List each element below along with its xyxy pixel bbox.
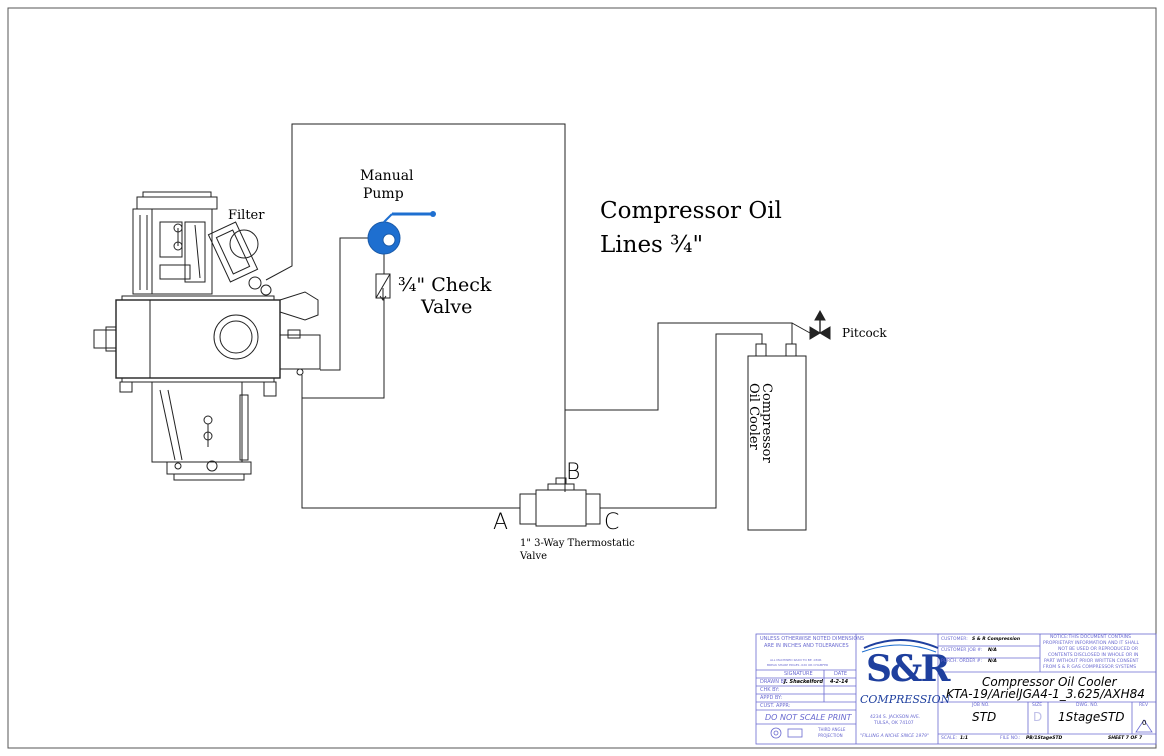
rev-triangle-icon bbox=[1135, 719, 1153, 733]
company-slogan: "FILLING A NICHE SINCE 1979" bbox=[860, 734, 930, 739]
rev-value: 0 bbox=[1142, 719, 1147, 727]
title-block-frame bbox=[755, 633, 1157, 745]
oil-lines-label-line2: Lines ¾" bbox=[600, 232, 704, 258]
port-c-label: C bbox=[604, 510, 620, 535]
drawing-title-line2: KTA-19/ArielJGA4-1_3.625/AXH84 bbox=[946, 687, 1145, 701]
projection-line1: THIRD ANGLE bbox=[818, 727, 846, 732]
notice-line2: PROPRIETARY INFORMATION AND IT SHALL bbox=[1043, 641, 1140, 646]
signature-header: SIGNATURE bbox=[784, 671, 813, 677]
address-line2: TULSA, OK 74107 bbox=[874, 721, 914, 726]
cust-job-label: CUSTOMER JOB #: bbox=[941, 648, 983, 653]
scale-label: SCALE: bbox=[941, 736, 957, 741]
rev-label: REV bbox=[1139, 703, 1149, 708]
tolerance-note-line4: BREAK SHARP EDGES .020 OR CHAMFER bbox=[767, 663, 829, 667]
sheet-border bbox=[7, 7, 1157, 749]
address-line1: 4234 S. JACKSON AVE. bbox=[870, 715, 921, 720]
drawn-by-label: DRAWN BY: bbox=[760, 679, 788, 685]
check-valve bbox=[375, 273, 391, 301]
dwg-no-label: DWG. NO. bbox=[1076, 703, 1099, 708]
port-b-label: B bbox=[566, 460, 581, 485]
manual-pump-label-line2: Pump bbox=[363, 186, 404, 202]
scale-value: 1:1 bbox=[960, 736, 969, 741]
appd-by-label: APPD BY: bbox=[760, 695, 783, 701]
piping bbox=[265, 123, 811, 509]
check-valve-label-line1: ¾" Check bbox=[398, 274, 492, 296]
sheet-number: SHEET 7 OF 7 bbox=[1108, 736, 1143, 741]
drawing-title-line1: Compressor Oil Cooler bbox=[982, 675, 1117, 689]
notice-line1: NOTICE:THIS DOCUMENT CONTAINS bbox=[1050, 635, 1132, 640]
customer-value: S & R Compression bbox=[972, 637, 1021, 642]
notice-line5: PART WITHOUT PRIOR WRITTEN CONSENT bbox=[1044, 659, 1139, 664]
size-value: D bbox=[1033, 710, 1043, 724]
check-valve-label-line2: Valve bbox=[421, 296, 473, 318]
file-no-value: PB/1StageSTD bbox=[1026, 736, 1063, 741]
projection-symbol bbox=[770, 727, 803, 739]
oil-lines-label-line1: Compressor Oil bbox=[600, 198, 782, 224]
oil-cooler bbox=[747, 343, 807, 531]
notice-line3: NOT BE USED OR REPRODUCED OR bbox=[1058, 647, 1139, 652]
purch-order-label: PURCH. ORDER #: bbox=[941, 659, 983, 664]
cust-job-value: N/A bbox=[988, 648, 997, 653]
thermo-valve-label-line1: 1" 3-Way Thermostatic bbox=[520, 538, 635, 549]
cust-appr-label: CUST. APPR: bbox=[760, 703, 791, 709]
date-header: DATE bbox=[834, 671, 848, 677]
pitcock-label: Pitcock bbox=[842, 326, 887, 340]
tolerance-note-line1: UNLESS OTHERWISE NOTED DIMENSIONS bbox=[760, 636, 865, 642]
projection-line2: PROJECTION bbox=[818, 733, 843, 738]
port-a-label: A bbox=[493, 510, 509, 535]
do-not-scale-note: DO NOT SCALE PRINT bbox=[765, 713, 852, 722]
dwg-no-value: 1StageSTD bbox=[1058, 710, 1125, 724]
logo-swoosh-icon bbox=[861, 639, 939, 653]
tolerance-note-line2: ARE IN INCHES AND TOLERANCES bbox=[764, 643, 849, 649]
oil-cooler-label-line1: Compressor bbox=[759, 383, 774, 463]
compressor-assembly bbox=[93, 191, 321, 481]
company-logo: S&R bbox=[866, 648, 950, 690]
notice-line4: CONTENTS DISCLOSED IN WHOLE OR IN bbox=[1048, 653, 1139, 658]
notice-line6: FROM S & R GAS COMPRESSOR SYSTEMS bbox=[1043, 665, 1137, 670]
chk-by-label: CHK BY: bbox=[760, 687, 780, 693]
thermostatic-valve bbox=[519, 477, 601, 527]
pitcock-valve bbox=[809, 309, 831, 340]
manual-pump-label-line1: Manual bbox=[360, 168, 414, 184]
purch-order-value: N/A bbox=[988, 659, 997, 664]
job-no-label: JOB NO. bbox=[972, 703, 990, 708]
manual-pump bbox=[367, 211, 436, 255]
customer-label: CUSTOMER: bbox=[941, 637, 968, 642]
filter-label: Filter bbox=[228, 208, 265, 223]
file-no-label: FILE NO.: bbox=[1000, 736, 1021, 741]
job-no-value: STD bbox=[972, 710, 997, 724]
tolerance-note-line3: ALL MACHINED RADII TO BE .030R bbox=[770, 658, 822, 662]
company-logo-sub: COMPRESSION bbox=[860, 693, 951, 706]
thermo-valve-label-line2: Valve bbox=[520, 551, 548, 562]
oil-cooler-label-line2: Oil Cooler bbox=[746, 383, 761, 450]
size-label: SIZE bbox=[1032, 703, 1043, 708]
drawn-date-value: 4-2-14 bbox=[830, 679, 849, 685]
drawn-by-value: J. Shackelford bbox=[784, 679, 823, 685]
